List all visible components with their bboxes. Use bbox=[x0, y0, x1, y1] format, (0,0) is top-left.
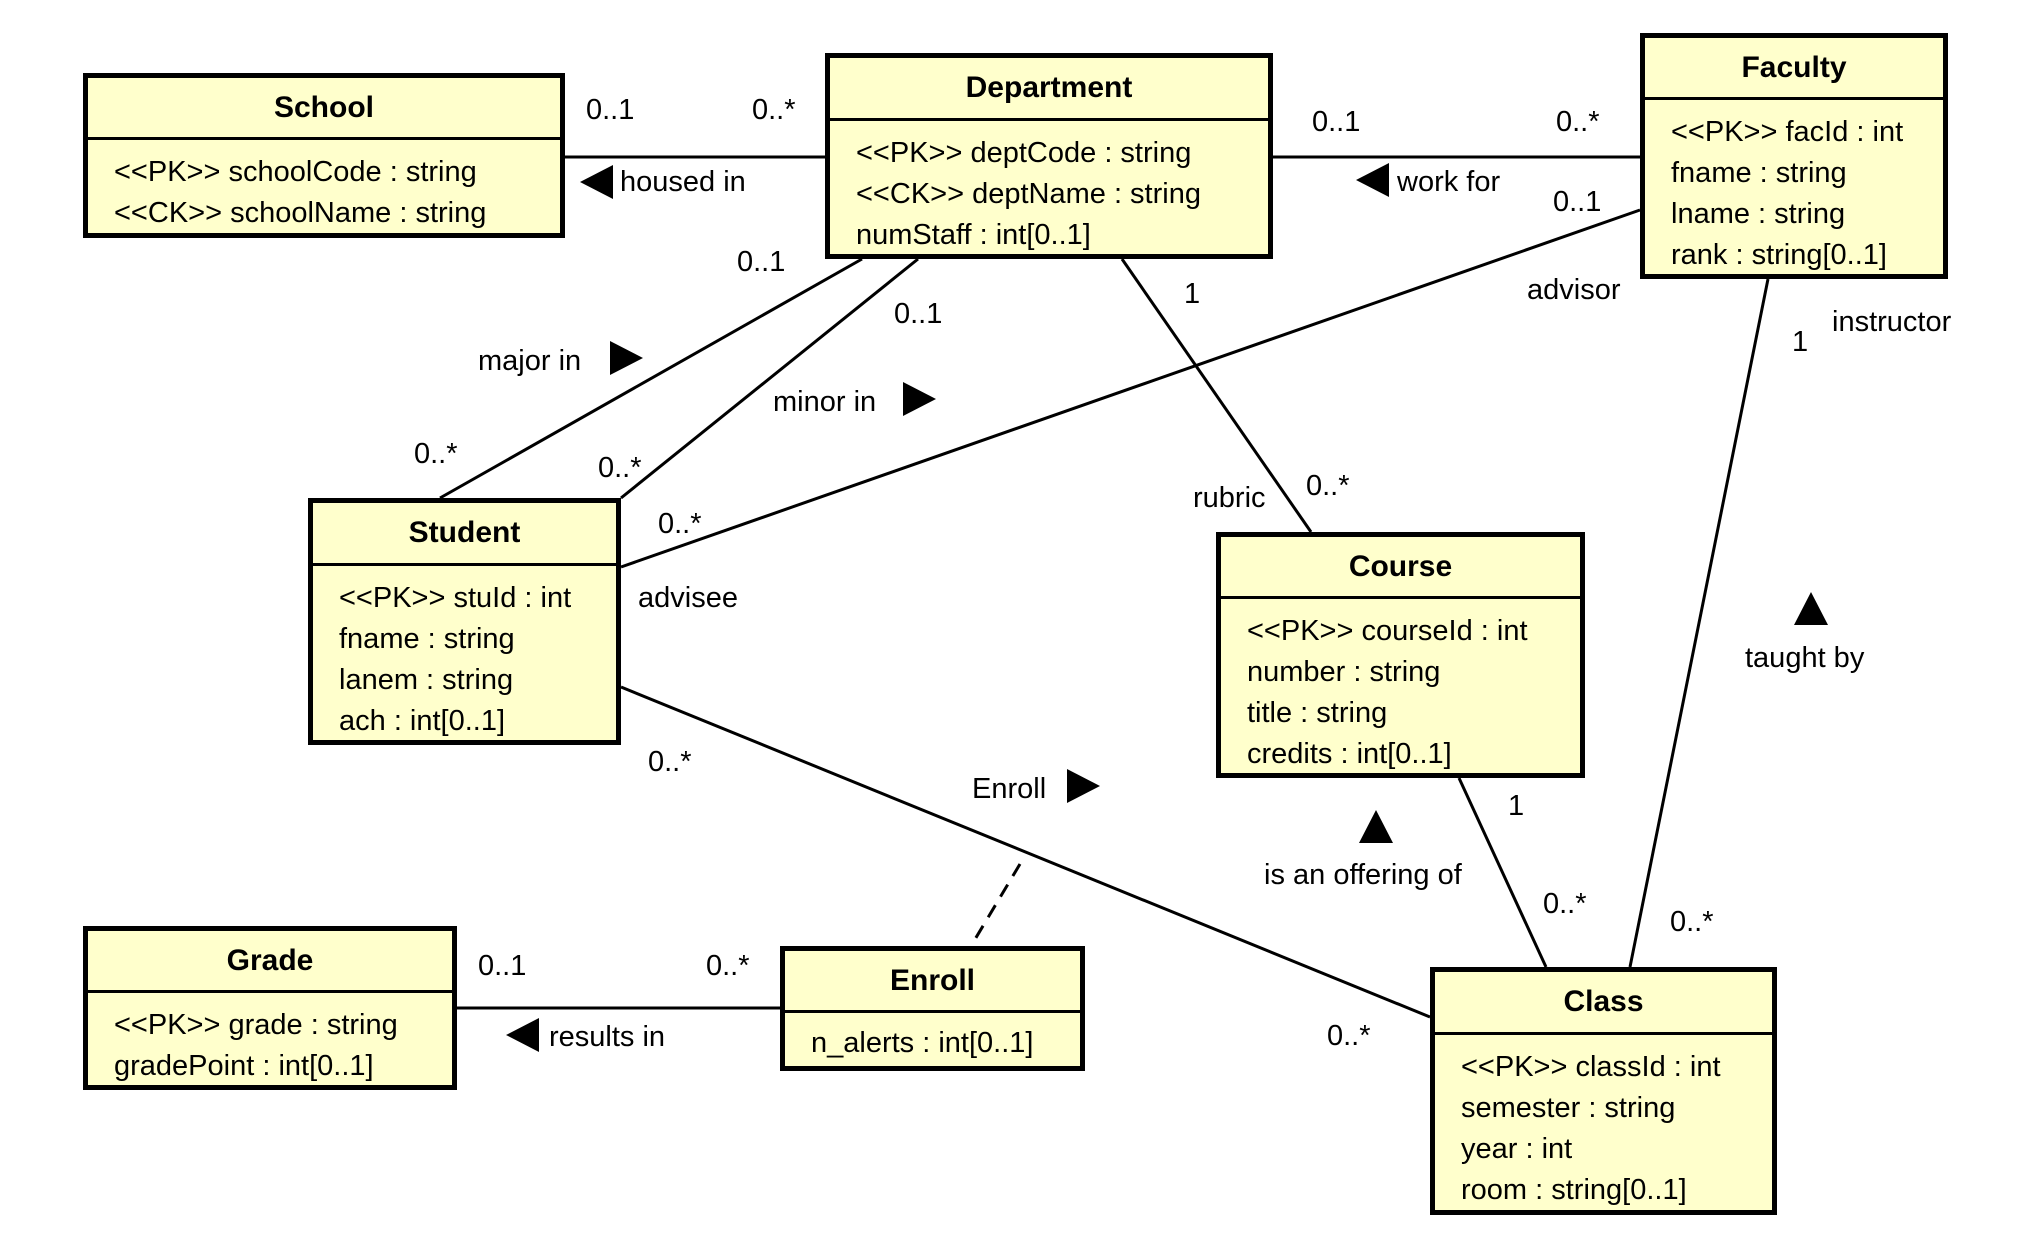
class-name: Department bbox=[830, 58, 1268, 121]
direction-arrow-right-icon bbox=[903, 382, 936, 416]
direction-arrow-up-icon bbox=[1794, 592, 1828, 625]
attribute: <<PK>> classId : int bbox=[1461, 1051, 1721, 1083]
taught-by-line[interactable] bbox=[1628, 278, 1770, 968]
class-faculty[interactable]: Faculty <<PK>> facId : int fname : strin… bbox=[1640, 33, 1948, 279]
attribute: <<PK>> stuId : int bbox=[339, 582, 572, 614]
class-name: Course bbox=[1221, 537, 1580, 599]
multiplicity-label: 0..1 bbox=[1312, 106, 1361, 138]
multiplicity-label: 0..* bbox=[1327, 1020, 1371, 1052]
multiplicity-label: 0..* bbox=[648, 746, 692, 778]
enroll-line[interactable] bbox=[620, 685, 1431, 1019]
attribute: <<PK>> deptCode : string bbox=[856, 137, 1192, 169]
attribute-list: <<PK>> schoolCode : string <<CK>> school… bbox=[88, 140, 560, 234]
attribute: semester : string bbox=[1461, 1092, 1676, 1124]
multiplicity-label: 0..1 bbox=[1553, 186, 1602, 218]
multiplicity-label: 0..* bbox=[1306, 470, 1350, 502]
association-name: is an offering of bbox=[1264, 859, 1462, 891]
attribute-list: <<PK>> courseId : int number : string ti… bbox=[1221, 599, 1580, 775]
multiplicity-label: 0..* bbox=[598, 452, 642, 484]
association-name: minor in bbox=[773, 386, 877, 418]
multiplicity-label: 1 bbox=[1184, 278, 1201, 310]
class-name: Class bbox=[1435, 972, 1772, 1035]
class-school[interactable]: School <<PK>> schoolCode : string <<CK>>… bbox=[83, 73, 565, 238]
association-name: housed in bbox=[620, 166, 746, 198]
attribute: <<PK>> schoolCode : string bbox=[114, 156, 477, 188]
class-enroll[interactable]: Enroll n_alerts : int[0..1] bbox=[780, 946, 1085, 1071]
role-label: advisor bbox=[1527, 274, 1621, 306]
role-label: rubric bbox=[1193, 482, 1266, 514]
association-name: results in bbox=[549, 1021, 666, 1053]
multiplicity-label: 0..* bbox=[752, 94, 796, 126]
multiplicity-label: 1 bbox=[1792, 326, 1809, 358]
attribute: lanem : string bbox=[339, 664, 514, 696]
advising-line[interactable] bbox=[620, 208, 1641, 569]
attribute: n_alerts : int[0..1] bbox=[811, 1027, 1034, 1059]
attribute-list: <<PK>> stuId : int fname : string lanem … bbox=[313, 566, 616, 742]
attribute-list: <<PK>> grade : string gradePoint : int[0… bbox=[88, 993, 452, 1087]
class-name: School bbox=[88, 78, 560, 140]
association-name: major in bbox=[478, 345, 582, 377]
multiplicity-label: 0..1 bbox=[478, 950, 527, 982]
direction-arrow-right-icon bbox=[1067, 769, 1100, 803]
multiplicity-label: 0..* bbox=[1543, 888, 1587, 920]
direction-arrow-up-icon bbox=[1359, 810, 1393, 843]
class-name: Grade bbox=[88, 931, 452, 993]
attribute: numStaff : int[0..1] bbox=[856, 219, 1091, 251]
attribute: fname : string bbox=[339, 623, 515, 655]
attribute: room : string[0..1] bbox=[1461, 1174, 1687, 1206]
multiplicity-label: 0..* bbox=[414, 438, 458, 470]
attribute: rank : string[0..1] bbox=[1671, 239, 1887, 271]
attribute: <<PK>> courseId : int bbox=[1247, 615, 1528, 647]
class-grade[interactable]: Grade <<PK>> grade : string gradePoint :… bbox=[83, 926, 457, 1090]
class-name: Enroll bbox=[785, 951, 1080, 1013]
attribute-list: <<PK>> classId : int semester : string y… bbox=[1435, 1035, 1772, 1211]
attribute: <<PK>> grade : string bbox=[114, 1009, 398, 1041]
class-course[interactable]: Course <<PK>> courseId : int number : st… bbox=[1216, 532, 1585, 778]
class-class[interactable]: Class <<PK>> classId : int semester : st… bbox=[1430, 967, 1777, 1215]
attribute: gradePoint : int[0..1] bbox=[114, 1050, 374, 1082]
association-name: work for bbox=[1397, 166, 1501, 198]
attribute: credits : int[0..1] bbox=[1247, 738, 1452, 770]
minor-in-line[interactable] bbox=[620, 257, 919, 500]
attribute: lname : string bbox=[1671, 198, 1846, 230]
attribute: <<PK>> facId : int bbox=[1671, 116, 1904, 148]
direction-arrow-left-icon bbox=[506, 1018, 539, 1052]
attribute: year : int bbox=[1461, 1133, 1573, 1165]
multiplicity-label: 0..1 bbox=[894, 298, 943, 330]
attribute-list: <<PK>> facId : int fname : string lname … bbox=[1645, 100, 1943, 276]
attribute-list: n_alerts : int[0..1] bbox=[785, 1013, 1080, 1064]
rubric-line[interactable] bbox=[1120, 258, 1313, 533]
attribute: fname : string bbox=[1671, 157, 1847, 189]
role-label: advisee bbox=[638, 582, 738, 614]
major-in-line[interactable] bbox=[439, 257, 863, 500]
association-class-dashed-line[interactable] bbox=[969, 863, 1022, 947]
attribute-list: <<PK>> deptCode : string <<CK>> deptName… bbox=[830, 121, 1268, 256]
attribute: ach : int[0..1] bbox=[339, 705, 506, 737]
attribute: title : string bbox=[1247, 697, 1388, 729]
multiplicity-label: 0..* bbox=[1670, 906, 1714, 938]
direction-arrow-left-icon bbox=[580, 165, 613, 199]
multiplicity-label: 0..* bbox=[706, 950, 750, 982]
association-name: taught by bbox=[1745, 642, 1865, 674]
multiplicity-label: 0..1 bbox=[586, 94, 635, 126]
class-student[interactable]: Student <<PK>> stuId : int fname : strin… bbox=[308, 498, 621, 745]
multiplicity-label: 0..* bbox=[658, 508, 702, 540]
association-name: Enroll bbox=[972, 773, 1047, 805]
offering-line[interactable] bbox=[1457, 777, 1548, 968]
attribute: <<CK>> schoolName : string bbox=[114, 197, 487, 229]
class-name: Student bbox=[313, 503, 616, 566]
attribute: <<CK>> deptName : string bbox=[856, 178, 1201, 210]
direction-arrow-left-icon bbox=[1356, 163, 1389, 197]
multiplicity-label: 0..1 bbox=[737, 246, 786, 278]
multiplicity-label: 1 bbox=[1508, 790, 1525, 822]
direction-arrow-right-icon bbox=[610, 341, 643, 375]
role-label: instructor bbox=[1832, 306, 1952, 338]
multiplicity-label: 0..* bbox=[1556, 106, 1600, 138]
class-name: Faculty bbox=[1645, 38, 1943, 100]
class-department[interactable]: Department <<PK>> deptCode : string <<CK… bbox=[825, 53, 1273, 259]
attribute: number : string bbox=[1247, 656, 1441, 688]
